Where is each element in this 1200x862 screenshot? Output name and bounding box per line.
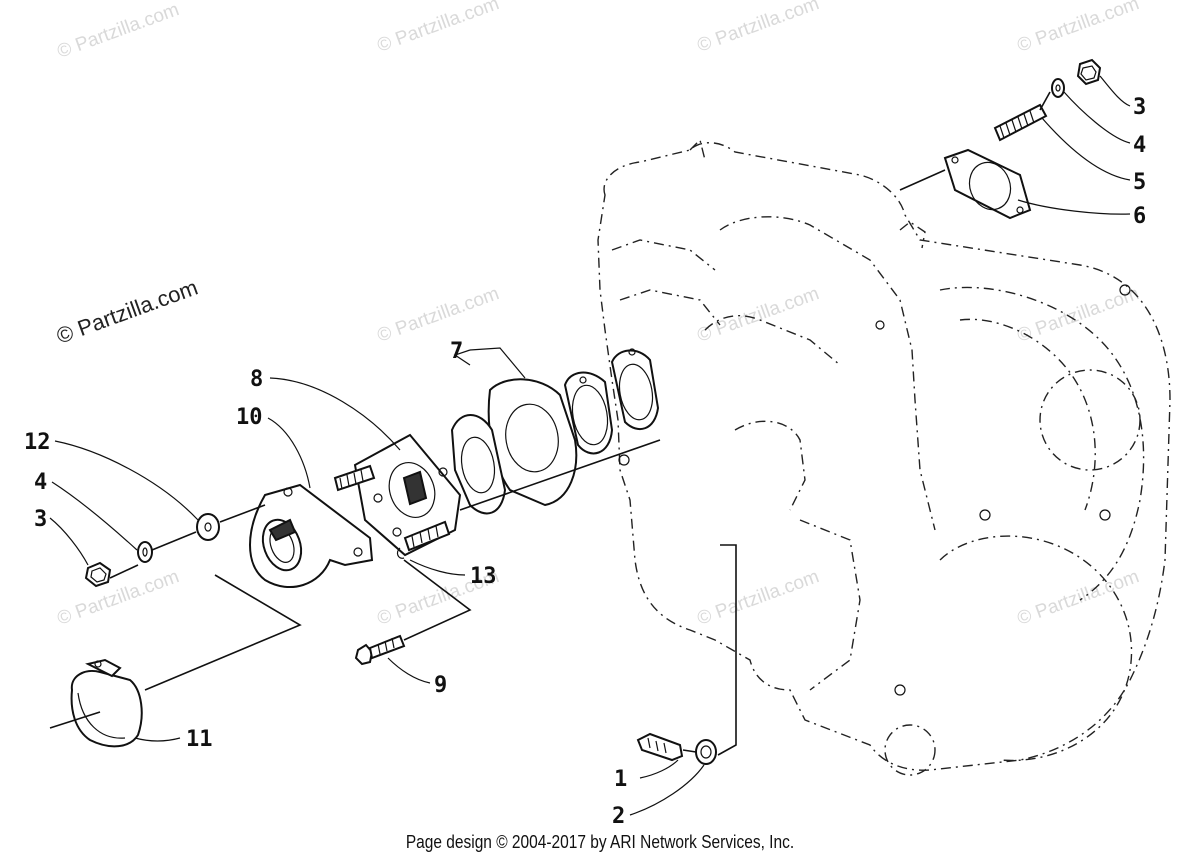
callout-4-top: 4 [1133, 133, 1146, 158]
part-9-bolt [354, 634, 406, 666]
part-7-gaskets [450, 348, 660, 515]
page-footer-credit: Page design © 2004-2017 by ARI Network S… [405, 832, 795, 852]
callout-13: 13 [470, 564, 497, 589]
part-4-washer-left [137, 541, 153, 563]
watermark: © Partzilla.com [375, 0, 502, 57]
callout-8: 8 [250, 367, 263, 392]
engine-outline [597, 138, 1171, 776]
watermark: © Partzilla.com [1015, 283, 1142, 347]
callout-2: 2 [612, 804, 625, 829]
callout-5: 5 [1133, 170, 1146, 195]
callout-1: 1 [614, 767, 627, 792]
part-13-clip [396, 547, 405, 559]
part-6-gasket [943, 148, 1032, 220]
callout-12: 12 [24, 430, 51, 455]
callout-6: 6 [1133, 204, 1146, 229]
part-10-manifold [249, 483, 374, 589]
part-1-fitting [636, 732, 684, 762]
watermark: © Partzilla.com [695, 283, 822, 347]
part-12-washer [196, 513, 220, 541]
assembly-lines [49, 91, 1051, 756]
part-4-washer-top [1051, 78, 1065, 98]
callout-9: 9 [434, 673, 447, 698]
watermark: © Partzilla.com [1015, 0, 1142, 57]
part-8-adapter [333, 433, 462, 557]
callout-3-top: 3 [1133, 95, 1146, 120]
callout-labels: 3 4 5 6 7 8 10 12 4 3 13 9 11 1 2 [24, 95, 1146, 829]
part-3-nut-top [1076, 58, 1102, 86]
watermark: © Partzilla.com [695, 566, 822, 630]
watermark-dark: © Partzilla.com [53, 275, 201, 349]
callout-7: 7 [450, 339, 463, 364]
part-5-stud [993, 103, 1048, 142]
watermark: © Partzilla.com [55, 566, 182, 630]
watermark: © Partzilla.com [1015, 566, 1142, 630]
watermark: © Partzilla.com [55, 0, 182, 63]
callout-10: 10 [236, 405, 263, 430]
leader-lines [49, 75, 1131, 816]
watermark: © Partzilla.com [695, 0, 822, 57]
callout-11: 11 [186, 727, 213, 752]
watermark: © Partzilla.com [375, 283, 502, 347]
part-3-nut-left [84, 561, 112, 588]
callout-4-left: 4 [34, 470, 47, 495]
callout-3-left: 3 [34, 507, 47, 532]
part-11-clamp [70, 658, 143, 748]
part-2-washer [695, 739, 717, 765]
